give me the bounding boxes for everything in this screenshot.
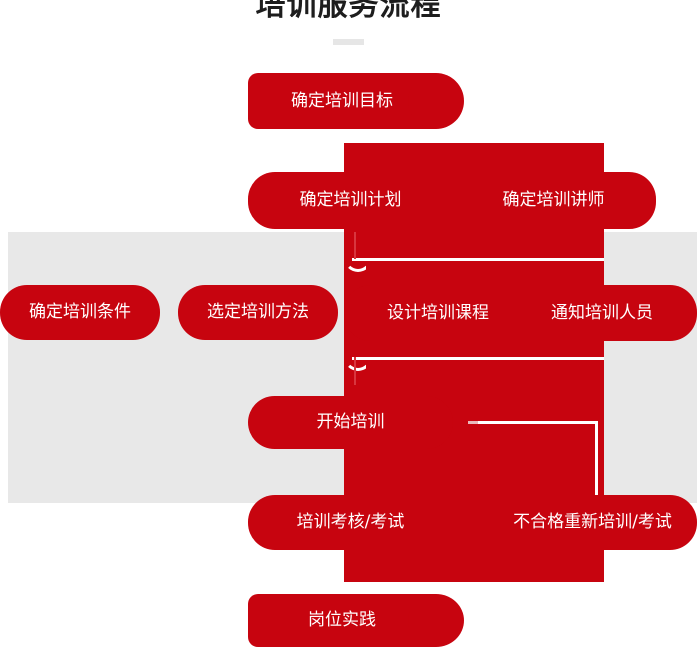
column-separator-lower bbox=[352, 357, 604, 360]
loop-connector-vertical bbox=[595, 421, 598, 511]
flow-step-design-training-course[interactable]: 设计培训课程 bbox=[344, 285, 532, 341]
flow-step-label: 设计培训课程 bbox=[387, 302, 489, 323]
flow-step-determine-training-goal[interactable]: 确定培训目标 bbox=[248, 73, 464, 129]
flow-step-start-training[interactable]: 开始培训 bbox=[248, 396, 453, 449]
title-divider bbox=[333, 39, 364, 45]
flow-step-label: 确定培训条件 bbox=[29, 302, 131, 322]
flow-step-failed-retrain-exam[interactable]: 不合格重新培训/考试 bbox=[490, 495, 695, 550]
flow-step-notify-trainees[interactable]: 通知培训人员 bbox=[508, 285, 696, 341]
flow-step-row-assessment-retrain bbox=[248, 495, 697, 550]
flow-step-label: 确定培训讲师 bbox=[502, 190, 605, 210]
column-separator-upper-stem bbox=[354, 232, 356, 259]
flow-step-label: 通知培训人员 bbox=[551, 302, 653, 323]
flow-step-on-the-job-practice[interactable]: 岗位实践 bbox=[248, 594, 464, 647]
flow-step-row-plan-trainer bbox=[248, 172, 656, 229]
flow-step-row-course-notify bbox=[344, 285, 697, 341]
flow-step-label: 确定培训目标 bbox=[291, 90, 393, 111]
flow-step-determine-training-conditions[interactable]: 确定培训条件 bbox=[0, 285, 160, 340]
flow-step-label: 培训考核/考试 bbox=[296, 512, 405, 532]
page-title: 培训服务流程 bbox=[255, 0, 442, 23]
flow-step-label: 开始培训 bbox=[316, 412, 385, 432]
loop-connector-stub bbox=[468, 421, 478, 424]
column-separator-upper bbox=[352, 258, 604, 261]
flow-step-label: 不合格重新培训/考试 bbox=[513, 512, 672, 532]
flow-step-label: 岗位实践 bbox=[308, 610, 376, 630]
flow-step-select-training-method[interactable]: 选定培训方法 bbox=[178, 285, 338, 340]
flow-step-determine-training-plan[interactable]: 确定培训计划 bbox=[248, 172, 453, 229]
loop-connector-horizontal bbox=[478, 421, 598, 424]
flow-step-label: 确定培训计划 bbox=[299, 190, 402, 210]
column-separator-lower-stem bbox=[354, 357, 356, 385]
flow-step-training-assessment-exam[interactable]: 培训考核/考试 bbox=[248, 495, 453, 550]
flow-step-determine-trainer[interactable]: 确定培训讲师 bbox=[451, 172, 656, 229]
flow-step-label: 选定培训方法 bbox=[207, 302, 309, 322]
column-separator-upper-notch bbox=[344, 258, 366, 280]
